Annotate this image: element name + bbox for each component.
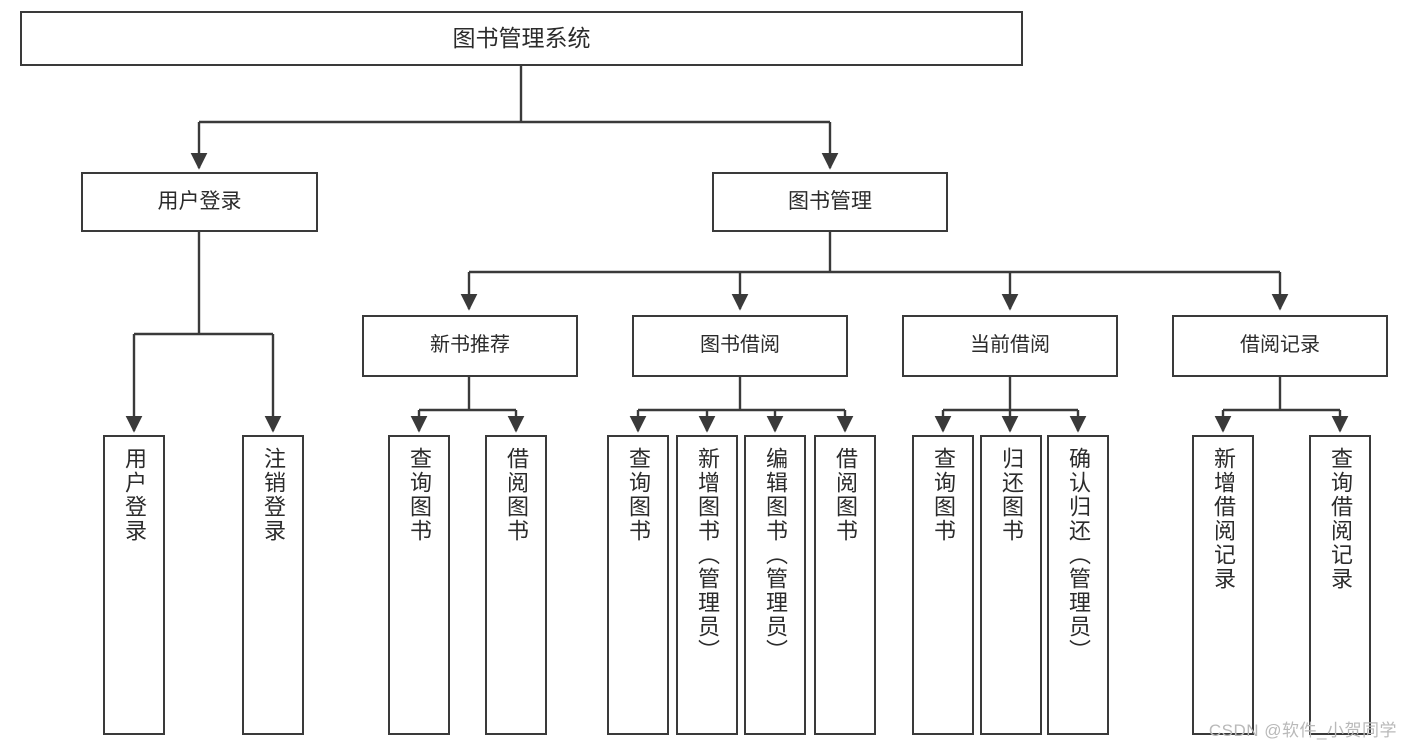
node-leaf-edit-book[interactable]: 编辑图书（管理员） — [744, 435, 806, 735]
node-book-borrow[interactable]: 图书借阅 — [632, 315, 848, 377]
node-book-borrow-label: 图书借阅 — [700, 334, 780, 357]
node-leaf-borrow-book-1[interactable]: 借阅图书 — [485, 435, 547, 735]
node-borrow-record-label: 借阅记录 — [1240, 334, 1320, 357]
watermark-text: CSDN @软件_小贺同学 — [1208, 721, 1397, 740]
node-leaf-add-record-label: 新增借阅记录 — [1210, 447, 1236, 591]
node-leaf-confirm-return-label: 确认归还（管理员） — [1065, 447, 1091, 663]
node-leaf-query-book-2[interactable]: 查询图书 — [607, 435, 669, 735]
node-leaf-query-record[interactable]: 查询借阅记录 — [1309, 435, 1371, 735]
node-current-borrow[interactable]: 当前借阅 — [902, 315, 1118, 377]
node-leaf-edit-book-label: 编辑图书（管理员） — [762, 447, 788, 663]
node-borrow-record[interactable]: 借阅记录 — [1172, 315, 1388, 377]
node-leaf-add-book[interactable]: 新增图书（管理员） — [676, 435, 738, 735]
node-leaf-add-record[interactable]: 新增借阅记录 — [1192, 435, 1254, 735]
node-leaf-confirm-return[interactable]: 确认归还（管理员） — [1047, 435, 1109, 735]
node-root[interactable]: 图书管理系统 — [20, 11, 1023, 66]
node-user-login[interactable]: 用户登录 — [81, 172, 318, 232]
node-book-management[interactable]: 图书管理 — [712, 172, 948, 232]
node-leaf-user-login-label: 用户登录 — [121, 447, 147, 543]
node-leaf-return-book-label: 归还图书 — [998, 447, 1024, 543]
node-leaf-borrow-book-1-label: 借阅图书 — [503, 447, 529, 543]
node-leaf-query-book-3-label: 查询图书 — [930, 447, 956, 543]
node-leaf-query-book-2-label: 查询图书 — [625, 447, 651, 543]
node-new-book-recommend[interactable]: 新书推荐 — [362, 315, 578, 377]
node-leaf-add-book-label: 新增图书（管理员） — [694, 447, 720, 663]
node-leaf-query-book-3[interactable]: 查询图书 — [912, 435, 974, 735]
node-new-book-recommend-label: 新书推荐 — [430, 334, 510, 357]
node-leaf-query-book-1-label: 查询图书 — [406, 447, 432, 543]
node-user-login-label: 用户登录 — [157, 189, 242, 213]
node-leaf-return-book[interactable]: 归还图书 — [980, 435, 1042, 735]
node-leaf-user-login[interactable]: 用户登录 — [103, 435, 165, 735]
node-root-label: 图书管理系统 — [452, 24, 591, 51]
node-leaf-query-book-1[interactable]: 查询图书 — [388, 435, 450, 735]
node-book-management-label: 图书管理 — [788, 189, 872, 213]
node-leaf-borrow-book-2[interactable]: 借阅图书 — [814, 435, 876, 735]
node-current-borrow-label: 当前借阅 — [970, 334, 1050, 357]
node-leaf-logout-login[interactable]: 注销登录 — [242, 435, 304, 735]
node-leaf-logout-login-label: 注销登录 — [260, 447, 286, 543]
node-leaf-borrow-book-2-label: 借阅图书 — [832, 447, 858, 543]
node-leaf-query-record-label: 查询借阅记录 — [1327, 447, 1353, 591]
